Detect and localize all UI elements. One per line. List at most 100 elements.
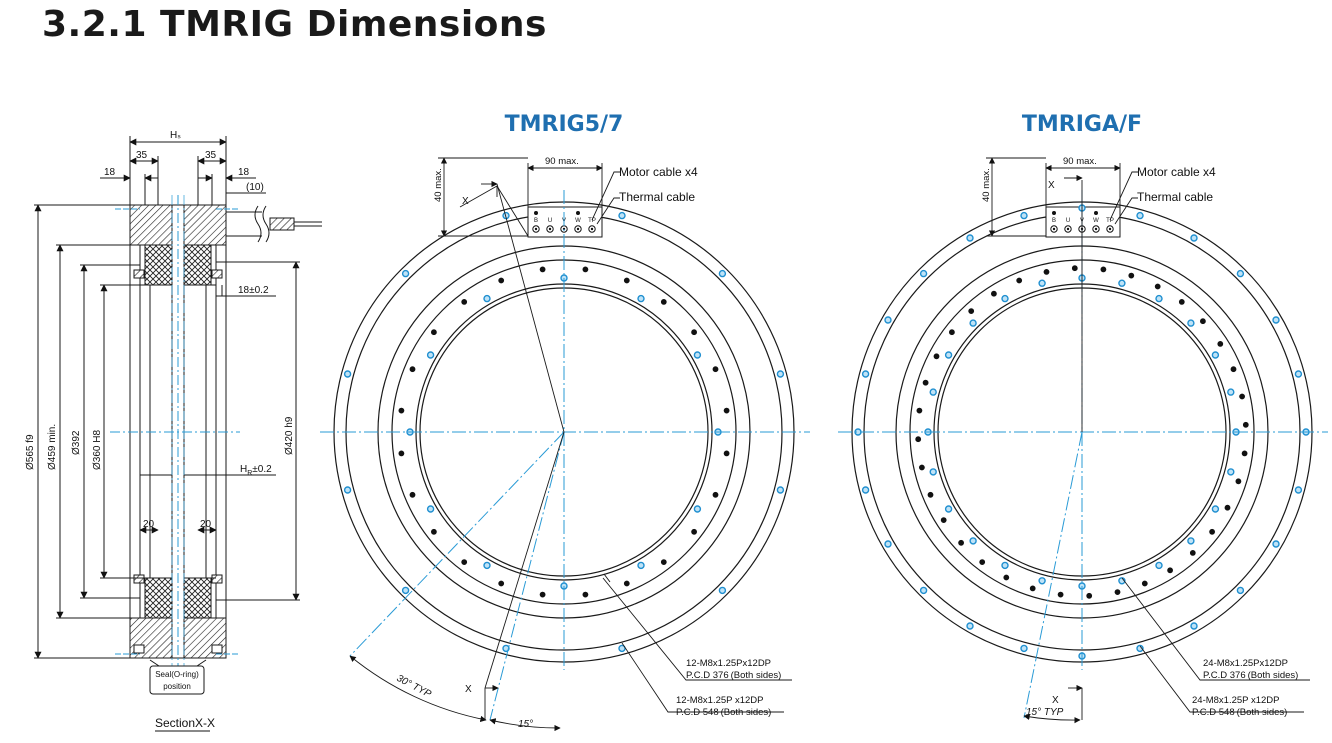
- view2-thermal-cable: Thermal cable: [1137, 190, 1213, 204]
- through-hole: [539, 265, 547, 273]
- through-hole: [1141, 579, 1149, 587]
- dia-459-label: Ø459 min.: [47, 424, 58, 470]
- view2-dim90: 90 max.: [1063, 156, 1097, 167]
- through-hole: [990, 290, 998, 298]
- inner-mount-hole: [1155, 294, 1163, 303]
- connector-screw: [1052, 211, 1056, 215]
- inner-mount-hole: [1001, 561, 1009, 570]
- connector-pin-core: [1066, 227, 1070, 231]
- seal-line1: Seal(O-ring): [155, 670, 199, 679]
- inner-mount-hole: [1038, 577, 1046, 585]
- through-hole: [623, 276, 631, 284]
- outer-mount-hole: [776, 370, 785, 378]
- hs-label: Hₛ: [170, 130, 181, 141]
- outer-mount-hole: [1136, 644, 1144, 653]
- inner-mount-hole: [1001, 294, 1009, 303]
- inner-mount-hole: [1187, 319, 1195, 327]
- connector-pin-core: [548, 227, 552, 231]
- view2-inner-holes-2: P.C.D 376(Both sides): [1203, 670, 1298, 681]
- through-hole: [1166, 566, 1174, 574]
- outer-mount-hole: [1236, 586, 1245, 595]
- view1-inner-holes-1: 12-M8x1.25Px12DP: [686, 658, 771, 669]
- through-hole: [932, 352, 940, 360]
- outer-mount-hole: [1190, 622, 1198, 630]
- through-hole: [1178, 298, 1186, 306]
- dia-392-label: Ø392: [71, 430, 82, 455]
- outer-mount-hole: [776, 486, 785, 494]
- dim-18-tol: 18±0.2: [238, 285, 269, 296]
- through-hole: [1015, 276, 1023, 284]
- outer-mount-hole: [1294, 370, 1303, 378]
- inner-mount-hole: [1155, 561, 1163, 570]
- connector-pin-label: TP: [588, 218, 596, 224]
- outer-mount-hole: [919, 269, 928, 278]
- outer-mount-hole: [884, 316, 892, 324]
- through-hole: [1085, 592, 1093, 600]
- view2-x-bottom: X: [1052, 695, 1059, 706]
- connector-pin-core: [534, 227, 538, 231]
- page-title: 3.2.1 TMRIG Dimensions: [42, 4, 547, 45]
- connector-pin-label: U: [1066, 218, 1070, 224]
- through-hole: [539, 591, 547, 599]
- view2-black-holes: [914, 264, 1250, 600]
- dia-360-label: Ø360 H8: [92, 430, 103, 470]
- inner-mount-hole: [1211, 351, 1220, 359]
- view2-dim40: 40 max.: [981, 168, 992, 202]
- seal-line2: position: [163, 682, 191, 691]
- through-hole: [660, 558, 668, 566]
- view1-outer-holes-1: 12-M8x1.25P x12DP: [676, 695, 764, 706]
- through-hole: [397, 449, 405, 457]
- view1-angle15: 15°: [518, 719, 533, 730]
- outer-mount-hole: [1272, 316, 1280, 324]
- connector-pin-label: TP: [1106, 218, 1114, 224]
- outer-mount-hole: [1190, 234, 1198, 242]
- outer-mount-hole: [919, 586, 928, 595]
- outer-mount-hole: [1136, 211, 1144, 220]
- view2-outer-holes-1: 24-M8x1.25P x12DP: [1192, 695, 1280, 706]
- view2-x-top: X: [1048, 180, 1055, 191]
- inner-mount-hole: [944, 351, 953, 359]
- inner-mount-hole: [693, 505, 702, 513]
- inner-mount-hole: [426, 351, 435, 359]
- through-hole: [660, 298, 668, 306]
- outer-mount-hole: [618, 211, 626, 220]
- inner-mount-hole: [483, 294, 491, 303]
- outer-mount-hole: [966, 622, 974, 630]
- outer-mount-hole: [401, 269, 410, 278]
- through-hole: [1057, 591, 1065, 599]
- dim-35-right: 35: [205, 150, 217, 161]
- connector-pin-label: B: [1052, 218, 1056, 224]
- through-hole: [1154, 282, 1162, 290]
- through-hole: [922, 379, 930, 387]
- inner-mount-hole: [944, 505, 953, 513]
- outer-mount-hole: [1236, 269, 1245, 278]
- inner-mount-hole: [969, 537, 977, 545]
- outer-mount-hole: [401, 586, 410, 595]
- dim-20-left: 20: [143, 519, 155, 530]
- view1-black-holes: [397, 265, 731, 599]
- through-hole: [497, 579, 505, 587]
- through-hole: [497, 276, 505, 284]
- through-hole: [914, 435, 922, 443]
- through-hole: [690, 328, 698, 336]
- view1-x-top: X: [462, 196, 469, 207]
- view2-inner-holes-1: 24-M8x1.25Px12DP: [1203, 658, 1288, 669]
- through-hole: [1234, 477, 1242, 485]
- outer-mount-hole: [343, 486, 352, 494]
- inner-mount-hole: [1227, 388, 1235, 396]
- through-hole: [723, 407, 731, 415]
- inner-mount-hole: [1118, 279, 1126, 287]
- view1-title: TMRIG5/7: [505, 112, 624, 137]
- through-hole: [460, 298, 468, 306]
- dim-35-left: 35: [136, 150, 148, 161]
- through-hole: [408, 491, 416, 499]
- inner-mount-hole: [1227, 468, 1235, 476]
- view1-inner-holes-2: P.C.D 376(Both sides): [686, 670, 781, 681]
- outer-mount-hole: [618, 644, 626, 653]
- through-hole: [1208, 528, 1216, 536]
- through-hole: [690, 528, 698, 536]
- through-hole: [957, 539, 965, 547]
- outer-mount-hole: [718, 586, 727, 595]
- through-hole: [1224, 504, 1232, 512]
